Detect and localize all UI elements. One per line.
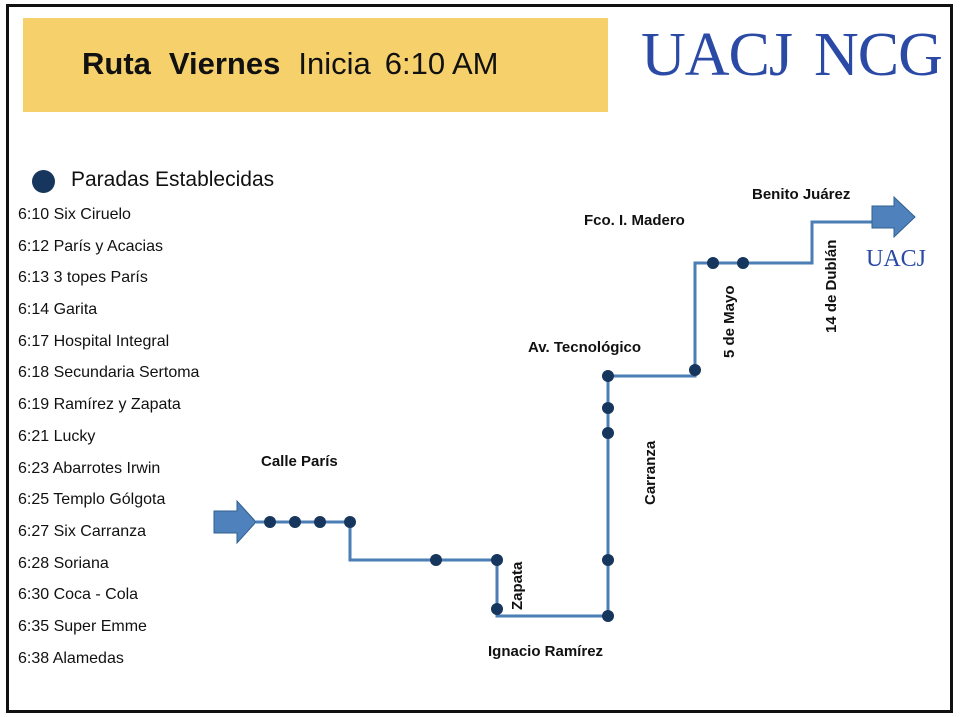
- stop-dot: [689, 364, 701, 376]
- stop-dot: [344, 516, 356, 528]
- list-item: 6:23 Abarrotes Irwin: [18, 459, 161, 477]
- stop-dot: [491, 603, 503, 615]
- stop-dot: [430, 554, 442, 566]
- page-title: Ruta Viernes Inicia 6:10 AM: [82, 46, 498, 82]
- stop-dot: [707, 257, 719, 269]
- stop-dot: [737, 257, 749, 269]
- stop-dot: [491, 554, 503, 566]
- stop-dot: [602, 554, 614, 566]
- uacj-ncg-logo: UACJ NCG: [641, 20, 943, 91]
- list-item: 6:21 Lucky: [18, 427, 96, 445]
- start-label: Inicia: [298, 46, 371, 81]
- list-item: 6:28 Soriana: [18, 554, 109, 572]
- map-frame: [6, 4, 953, 713]
- list-item: 6:17 Hospital Integral: [18, 332, 170, 350]
- stops-list: 6:10 Six Ciruelo 6:12 París y Acacias 6:…: [18, 200, 199, 675]
- route-line: [256, 220, 874, 618]
- stop-legend-icon: [32, 170, 55, 193]
- logo-uacj-text: UACJ: [641, 21, 793, 89]
- street-label-5-de-mayo: 5 de Mayo: [721, 285, 738, 358]
- route-day: Viernes: [168, 46, 281, 81]
- destination-uacj-logo: UACJ: [866, 246, 926, 272]
- list-item: 6:19 Ramírez y Zapata: [18, 396, 181, 414]
- stop-dot: [602, 402, 614, 414]
- street-label-zapata: Zapata: [509, 561, 526, 610]
- street-label-benito-juarez: Benito Juárez: [752, 186, 850, 203]
- legend-label: Paradas Establecidas: [71, 168, 275, 191]
- street-label-av-tecnologico: Av. Tecnológico: [528, 339, 641, 356]
- start-arrow-icon: [213, 499, 257, 545]
- end-arrow-icon: [871, 195, 916, 239]
- stop-dot: [264, 516, 276, 528]
- street-label-14-de-dublan: 14 de Dublán: [823, 240, 840, 333]
- logo-ncg-text: NCG: [814, 21, 943, 89]
- list-item: 6:12 París y Acacias: [18, 237, 163, 255]
- stop-dot: [602, 610, 614, 622]
- list-item: 6:14 Garita: [18, 301, 98, 319]
- route-label: Ruta: [82, 46, 151, 81]
- stop-dot: [289, 516, 301, 528]
- list-item: 6:13 3 topes París: [18, 269, 148, 287]
- stop-dot: [602, 427, 614, 439]
- list-item: 6:38 Alamedas: [18, 649, 124, 667]
- list-item: 6:35 Super Emme: [18, 617, 147, 635]
- list-item: 6:18 Secundaria Sertoma: [18, 364, 200, 382]
- stop-dot: [602, 370, 614, 382]
- header-banner: Ruta Viernes Inicia 6:10 AM: [23, 18, 608, 112]
- list-item: 6:27 Six Carranza: [18, 522, 147, 540]
- stop-dot: [314, 516, 326, 528]
- street-label-calle-paris: Calle París: [261, 453, 338, 470]
- street-label-fco-madero: Fco. I. Madero: [584, 212, 685, 229]
- street-label-carranza: Carranza: [642, 440, 659, 505]
- street-label-ignacio-ramirez: Ignacio Ramírez: [488, 643, 603, 660]
- list-item: 6:25 Templo Gólgota: [18, 491, 166, 509]
- start-time: 6:10 AM: [384, 46, 499, 81]
- list-item: 6:10 Six Ciruelo: [18, 206, 131, 223]
- list-item: 6:30 Coca - Cola: [18, 586, 139, 604]
